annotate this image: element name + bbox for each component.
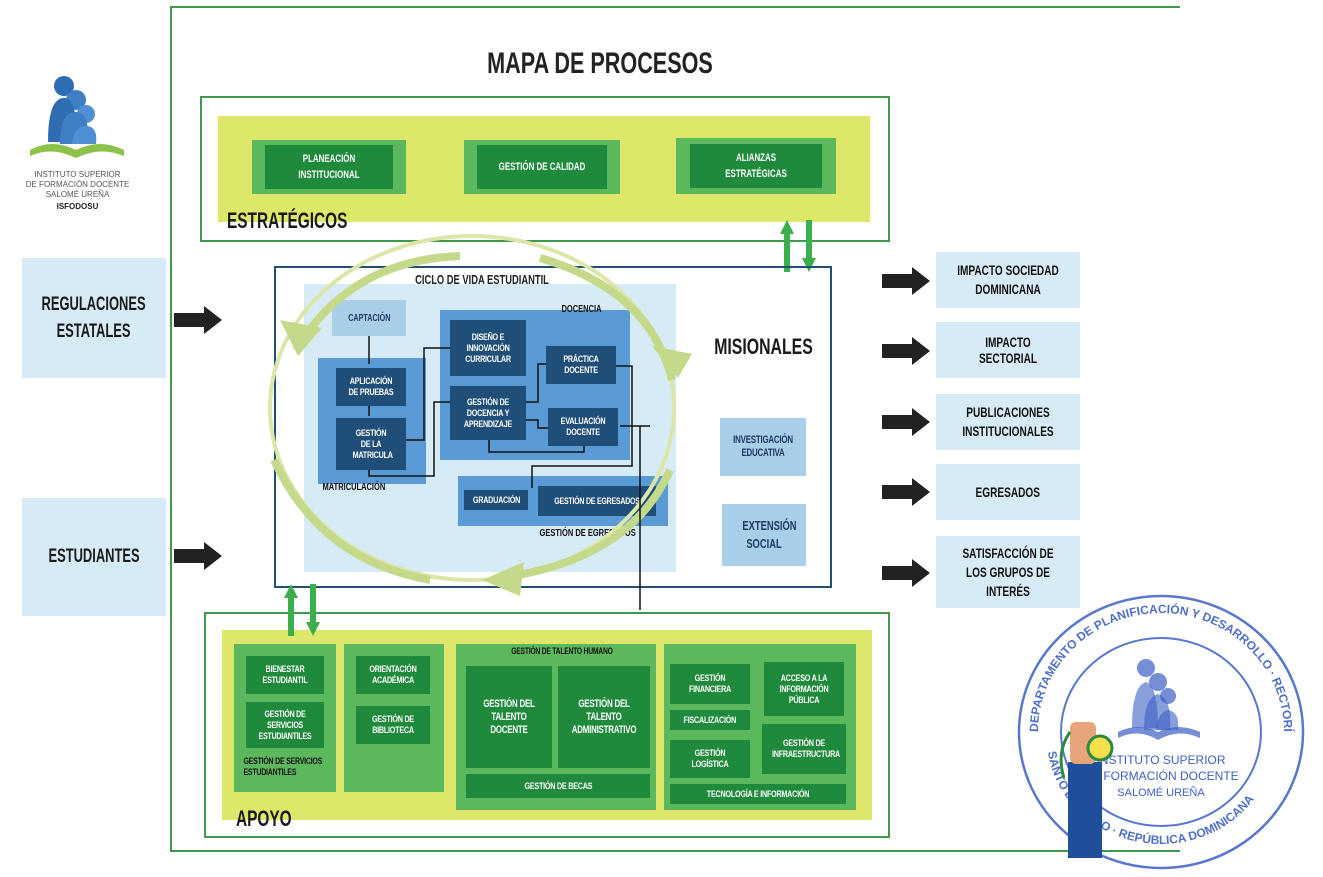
cycle-arrows-icon [268,234,692,610]
matriculacion-label: MATRICULACIÓN [322,482,386,493]
captacion-box: CAPTACIÓN [332,300,406,336]
up-down-arrows-icon [780,220,816,272]
svg-text:INSTITUTO SUPERIOR: INSTITUTO SUPERIOR [1096,753,1225,767]
fiscalizacion-box: FISCALIZACIÓN [670,710,750,730]
output-satisfaccion: SATISFACCIÓN DE LOS GRUPOS DE INTERÉS [936,536,1080,608]
support-frame [204,612,890,838]
logo-line-2: DE FORMACIÓN DOCENTE [25,180,130,189]
output-egresados: EGRESADOS [936,464,1080,520]
logistica-box: GESTIÓN LOGÍSTICA [670,740,750,778]
bienestar-box: BIENESTAR ESTUDIANTIL [246,656,324,694]
arrow-right-icon [882,267,930,295]
arrow-right-icon [882,408,930,436]
evaluacion-docente-box: EVALUACIÓN DOCENTE [548,408,618,446]
aplicacion-pruebas-box: APLICACIÓN DE PRUEBAS [336,368,406,406]
docencia-label: DOCENCIA [561,304,602,315]
practica-docente-box: PRÁCTICA DOCENTE [546,346,616,384]
strategic-item-calidad: GESTIÓN DE CALIDAD [464,140,620,194]
gestion-matricula-box: GESTIÓN DE LA MATRICULA [336,418,406,470]
input-regulaciones: REGULACIONES ESTATALES [22,258,166,378]
logo-line-1: INSTITUTO SUPERIOR [34,170,121,179]
people-book-icon [30,76,124,158]
strategic-item-alianzas: ALIANZAS ESTRATÉGICAS [676,138,836,194]
talento-label: GESTIÓN DE TALENTO HUMANO [511,646,613,656]
input-estudiantes: ESTUDIANTES [22,498,166,616]
stamp-seal-icon: DEPARTAMENTO DE PLANIFICACIÓN Y DESARROL… [1004,571,1305,870]
isfodosu-logo: INSTITUTO SUPERIOR DE FORMACIÓN DOCENTE … [10,72,145,222]
arrow-right-icon [882,559,930,587]
diseno-curricular-box: DISEÑO E INNOVACIÓN CURRICULAR [450,320,526,376]
arrow-right-icon [882,478,930,506]
page-title: MAPA DE PROCESOS [487,47,713,80]
talento-docente-box: GESTIÓN DEL TALENTO DOCENTE [466,666,552,768]
strategic-label: ESTRATÉGICOS [227,208,348,233]
missional-label: MISIONALES [714,334,813,359]
output-impacto-sociedad: IMPACTO SOCIEDAD DOMINICANA [936,252,1080,308]
output-publicaciones: PUBLICACIONES INSTITUCIONALES [936,394,1080,450]
servicios-label: GESTIÓN DE SERVICIOS ESTUDIANTILES [243,756,323,777]
graduacion-box: GRADUACIÓN [464,490,528,510]
orientacion-box: ORIENTACIÓN ACADÉMICA [356,656,430,694]
up-down-arrows-icon [284,584,320,636]
support-label: APOYO [236,806,292,831]
acceso-informacion-box: ACCESO A LA INFORMACIÓN PÚBLICA [764,662,844,716]
arrow-right-icon [174,306,222,334]
svg-text:DE FORMACIÓN DOCENTE: DE FORMACIÓN DOCENTE [1083,768,1238,783]
becas-box: GESTIÓN DE BECAS [466,774,650,798]
logo-line-3: SALOMÉ UREÑA [45,190,110,199]
cycle-label: CICLO DE VIDA ESTUDIANTIL [415,271,549,287]
financiera-box: GESTIÓN FINANCIERA [670,664,750,704]
infraestructura-box: GESTIÓN DE INFRAESTRUCTURA [762,724,846,774]
logo-acronym: ISFODOSU [56,202,99,211]
outer-frame [170,6,1180,852]
arrow-right-icon [882,337,930,365]
servicios-box: GESTIÓN DE SERVICIOS ESTUDIANTILES [246,702,324,748]
investigacion-box: INVESTIGACIÓN EDUCATIVA [720,418,806,476]
official-stamp: DEPARTAMENTO DE PLANIFICACIÓN Y DESARROL… [1004,571,1310,872]
svg-text:SALOMÉ UREÑA: SALOMÉ UREÑA [1117,786,1205,799]
strategic-item-planeacion: PLANEACIÓN INSTITUCIONAL [252,140,406,194]
arrow-right-icon [174,542,222,570]
missional-frame [274,266,832,588]
extension-box: EXTENSIÓN SOCIAL [722,504,806,566]
talento-admin-box: GESTIÓN DEL TALENTO ADMINISTRATIVO [558,666,650,768]
tecnologia-box: TECNOLOGÍA E INFORMACIÓN [670,784,846,804]
gestion-docencia-box: GESTIÓN DE DOCENCIA Y APRENDIZAJE [450,386,526,440]
egresados-label: GESTIÓN DE EGRESADOS [539,528,636,539]
strategic-frame [200,96,890,242]
output-impacto-sectorial: IMPACTO SECTORIAL [936,322,1080,378]
biblioteca-box: GESTIÓN DE BIBLIOTECA [356,706,430,744]
